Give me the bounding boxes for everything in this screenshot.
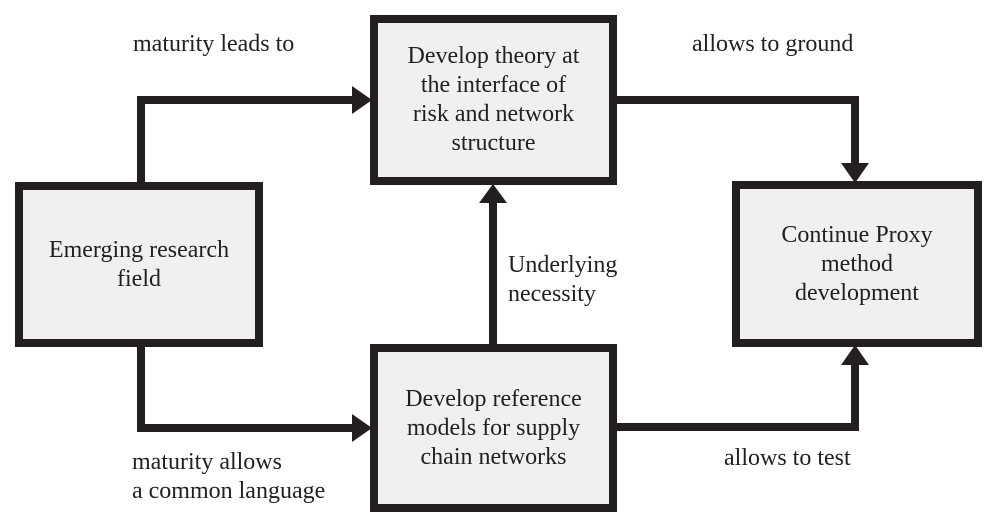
arrow-maturity-allows xyxy=(137,340,372,442)
edge-label-text: a common language xyxy=(132,478,326,504)
node-label-line: Continue Proxy xyxy=(781,221,933,248)
node-emerging-research-field: Emerging research field xyxy=(15,182,263,347)
edge-label-text: allows to test xyxy=(724,445,851,471)
node-develop-theory: Develop theory at the interface of risk … xyxy=(370,15,617,185)
edge-label-text: allows to ground xyxy=(692,31,854,57)
node-label-line: development xyxy=(795,279,919,306)
node-label-line: method xyxy=(821,250,893,277)
arrow-allows-to-test xyxy=(613,345,869,431)
edge-label-underlying-necessity: Underlying necessity xyxy=(508,251,617,309)
edge-label-maturity-allows: maturity allows a common language xyxy=(132,448,325,506)
node-continue-proxy-method: Continue Proxy method development xyxy=(732,181,982,347)
node-label-line: the interface of xyxy=(420,72,567,98)
node-label-line: Develop theory at xyxy=(407,43,580,69)
node-label-line: models for supply xyxy=(406,414,581,441)
arrow-underlying-necessity xyxy=(479,184,507,350)
node-label-line: field xyxy=(117,265,161,292)
edge-label-allows-to-test: allows to test xyxy=(724,444,851,473)
edge-label-allows-to-ground: allows to ground xyxy=(692,30,853,59)
edge-label-text: maturity leads to xyxy=(133,31,295,57)
node-develop-reference-models: Develop reference models for supply chai… xyxy=(370,344,617,512)
arrow-allows-to-ground xyxy=(613,96,869,183)
edge-label-text: maturity allows xyxy=(132,449,282,475)
node-label-line: chain networks xyxy=(420,443,567,470)
edge-label-text: Underlying xyxy=(508,252,618,278)
node-label-line: Emerging research xyxy=(48,236,230,263)
node-label-line: structure xyxy=(451,130,536,156)
edge-label-maturity-leads-to: maturity leads to xyxy=(133,30,294,59)
arrow-maturity-leads-to xyxy=(137,86,372,190)
node-label-line: Develop reference xyxy=(405,385,582,412)
node-label-line: risk and network xyxy=(412,101,575,127)
edge-label-text: necessity xyxy=(508,281,596,307)
